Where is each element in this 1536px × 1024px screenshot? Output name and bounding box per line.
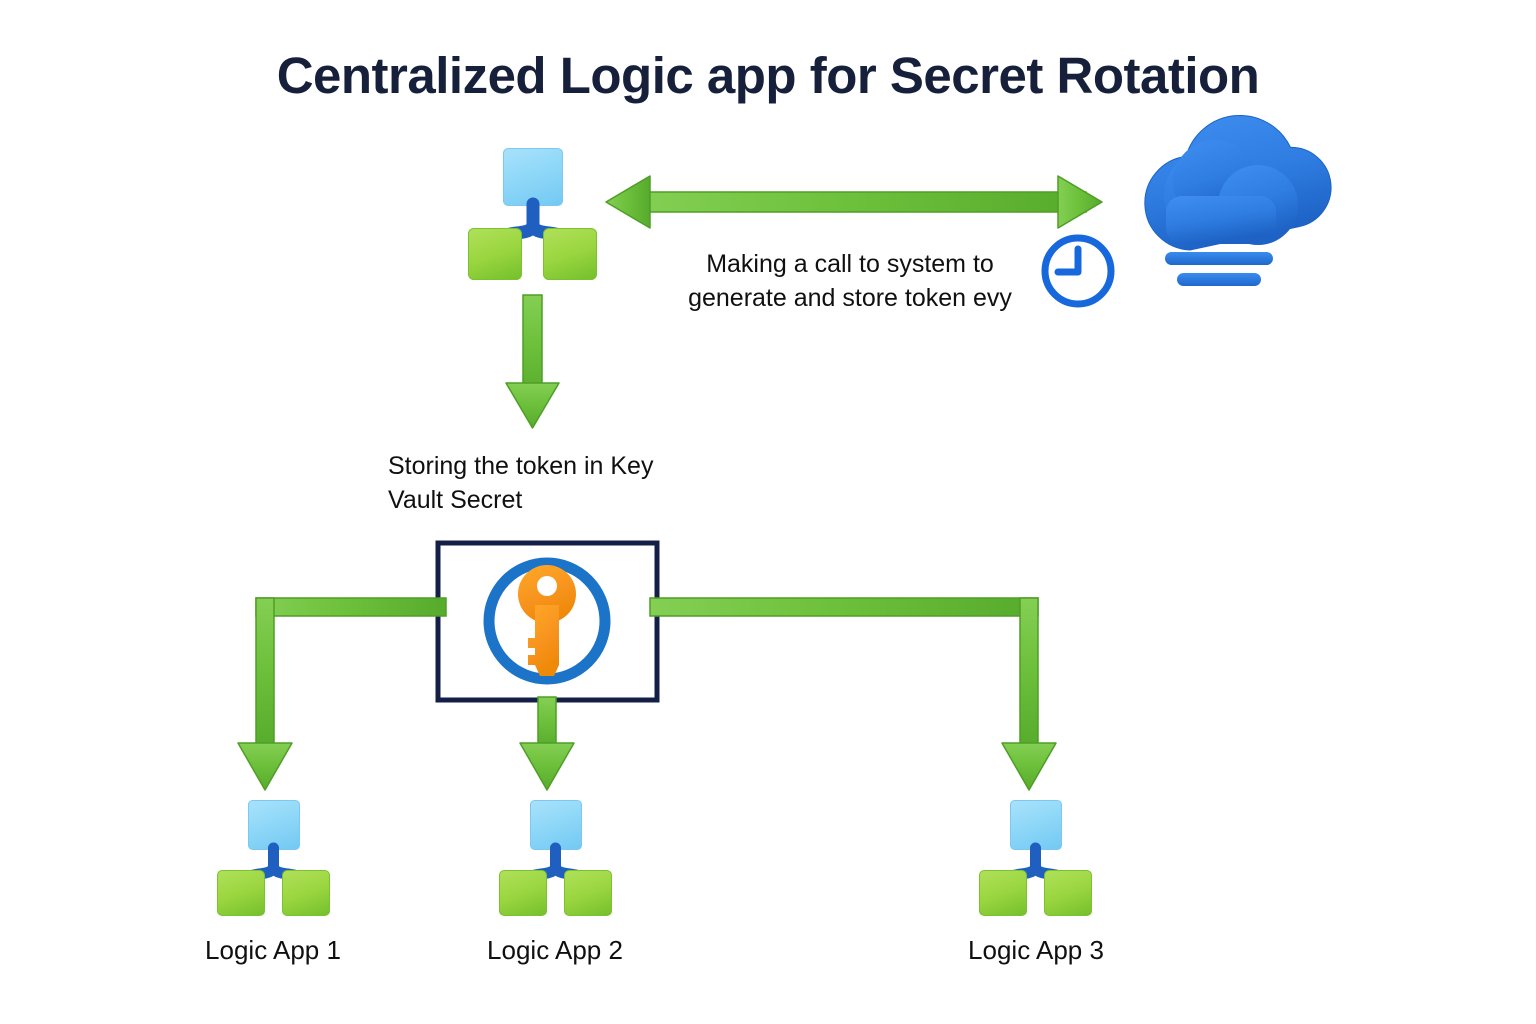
logic-app-head <box>503 148 563 206</box>
node-label-logic-app-1: Logic App 1 <box>205 935 341 965</box>
logic-app-leaf-right <box>282 870 330 916</box>
edge-label-store-token-line1: Storing the token in Key <box>388 452 654 480</box>
logic-app-head <box>248 800 300 850</box>
logic-app-head <box>530 800 582 850</box>
edge-label-store-token-line2: Vault Secret <box>388 486 523 514</box>
edge-label-call-system-line2: generate and store token evy <box>688 284 1012 312</box>
logic-app-leaf-left <box>468 228 522 280</box>
logic-app-icon-3[interactable] <box>978 800 1093 918</box>
logic-app-leaf-right <box>1044 870 1092 916</box>
cloud-icon <box>1144 114 1332 286</box>
edge-label-call-system: Making a call to system to generate and … <box>660 247 1040 315</box>
logic-app-leaf-left <box>979 870 1027 916</box>
logic-app-leaf-left <box>499 870 547 916</box>
logic-app-icon-central[interactable] <box>467 148 599 282</box>
edge-label-store-token: Storing the token in Key Vault Secret <box>388 449 718 517</box>
arrow-fanout-left <box>237 597 447 791</box>
logic-app-icon-1[interactable] <box>216 800 331 918</box>
key-vault-box <box>435 540 660 703</box>
node-label-logic-app-2: Logic App 2 <box>487 935 623 965</box>
arrow-fanout-right <box>649 597 1057 791</box>
logic-app-leaf-right <box>564 870 612 916</box>
arrow-store-token <box>505 294 560 429</box>
key-icon <box>518 565 576 676</box>
arrow-call-system <box>605 175 1103 229</box>
page-title: Centralized Logic app for Secret Rotatio… <box>276 47 1260 104</box>
logic-app-icon-2[interactable] <box>498 800 613 918</box>
logic-app-leaf-right <box>543 228 597 280</box>
clock-icon <box>1041 234 1115 308</box>
arrow-fanout-middle <box>519 696 575 791</box>
logic-app-leaf-left <box>217 870 265 916</box>
edge-label-call-system-line1: Making a call to system to <box>706 250 994 278</box>
node-label-logic-app-3: Logic App 3 <box>968 935 1104 965</box>
